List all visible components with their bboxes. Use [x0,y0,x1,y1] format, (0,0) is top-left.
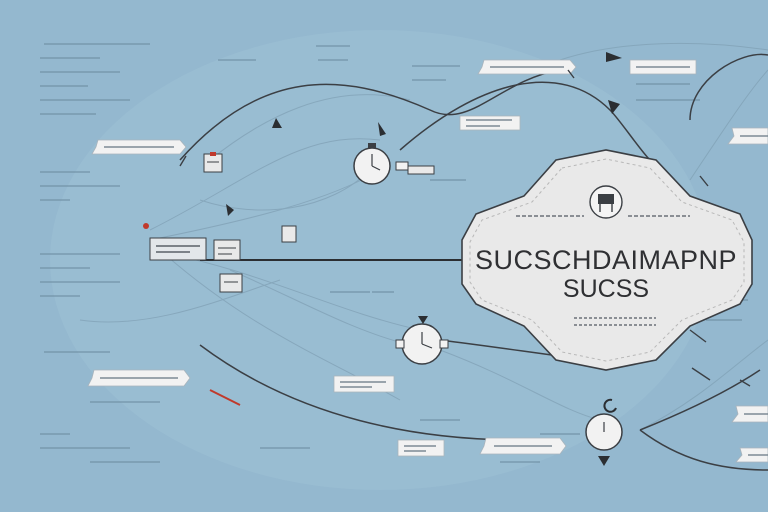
scribble-text-lines [40,43,748,463]
clock-icon [395,316,449,365]
clipboard-icon [149,237,207,261]
flag-icon [226,52,622,216]
clipboard-icon [213,239,241,261]
tag-label [333,375,395,393]
clock-icon [585,398,623,466]
clipboard-icon [407,165,435,175]
badge-title-line-1: SUCSCHDAIMAPNP [474,245,738,275]
tag-label-lines [100,66,768,456]
tag-label [459,115,521,131]
central-badge [461,149,753,371]
badge-title: SUCSCHDAIMAPNP SUCSS [470,245,742,303]
red-accent-stroke [209,389,241,406]
tag-label [397,439,445,457]
badge-title-line-2: SUCSS [562,275,650,303]
clipboard-icon [203,152,223,173]
tag-labels [87,59,768,463]
red-dot [143,223,149,229]
main-connector-curves [179,53,768,471]
clock-icon [353,143,409,185]
arrow-icon [179,69,751,387]
clipboard-icon [219,273,243,293]
clipboard-icon [281,225,297,243]
